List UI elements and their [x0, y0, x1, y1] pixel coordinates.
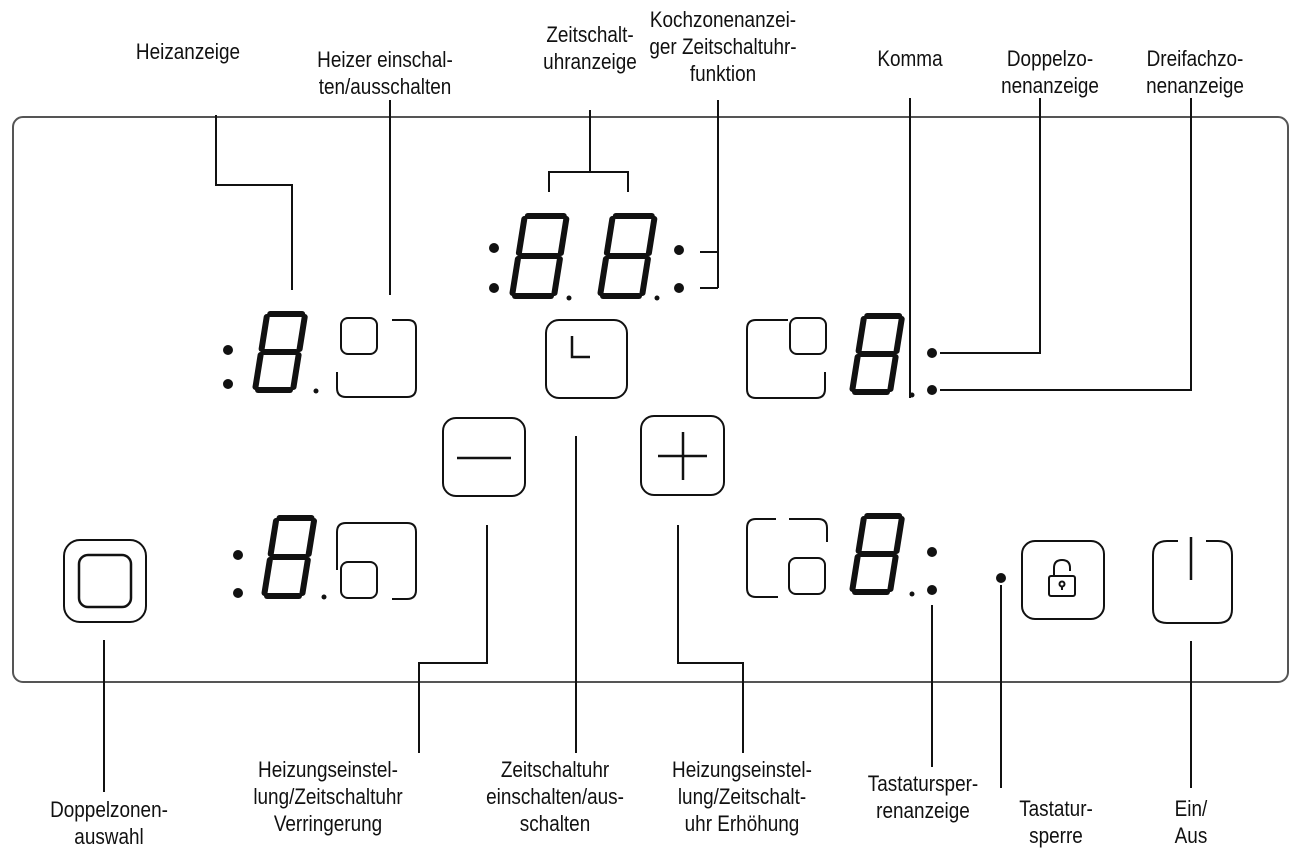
top-digit-2-segment-c — [639, 256, 651, 296]
label-zeitschaltuhr-einschalten: Zeitschaltuhr einschalten/aus- schalten — [486, 757, 624, 836]
plus-icon — [658, 432, 707, 480]
minus-key[interactable] — [442, 417, 526, 497]
front-right-digit-segment-c — [887, 354, 899, 392]
leader-zeitschalt-bracket — [548, 171, 629, 192]
leader-lines — [103, 98, 1192, 792]
rear-left-digit-segment-e — [261, 557, 273, 596]
leader-doppelzonen — [940, 98, 1041, 354]
front-left-colon-dot — [223, 345, 233, 355]
rear-right-digit-segment-e — [849, 554, 861, 592]
top-digit-1-segment-b — [557, 216, 570, 256]
plus-key[interactable] — [640, 415, 725, 496]
label-kochzonenanzeige: Kochzonenanzei- ger Zeitschaltuhr- funkt… — [649, 7, 797, 86]
front-right-dual-zone-dot — [927, 348, 937, 358]
top-digit-1-segment-c — [551, 256, 563, 296]
front-right-comma — [909, 392, 915, 398]
front-left-colon-dot — [223, 379, 233, 389]
seven-segment-displays — [252, 213, 905, 599]
front-left-digit-segment-b — [296, 314, 308, 352]
top-digit1-comma — [566, 295, 572, 301]
top-digit-2-segment-e — [597, 256, 609, 296]
label-tastatursperre: Tastatur- sperre — [1019, 796, 1093, 848]
label-doppelzonenauswahl: Doppelzonen- auswahl — [50, 797, 168, 849]
top-digit-1-segment-f — [515, 216, 528, 256]
leader-verringerung — [418, 525, 488, 753]
front-right-triple-zone-dot — [927, 385, 937, 395]
leader-dreifach — [940, 98, 1192, 391]
label-zeitschaltuhranzeige: Zeitschalt- uhranzeige — [543, 22, 637, 74]
label-erhoehung: Heizungseinstel- lung/Zeitschalt- uhr Er… — [672, 757, 812, 836]
leader-heizanzeige — [215, 115, 293, 290]
front-right-digit-segment-f — [855, 316, 867, 354]
heater-rear-left-toggle[interactable] — [336, 522, 417, 600]
rear-left-colon-dot — [233, 588, 243, 598]
top-digit-2-segment-f — [603, 216, 616, 256]
rear-left-colon-dot — [233, 550, 243, 560]
top-digit-1-segment-e — [509, 256, 521, 296]
label-doppelzonenanzeige: Doppelzo- nenanzeige — [1001, 46, 1099, 98]
clock-icon — [570, 336, 590, 359]
square-icon — [77, 553, 133, 609]
label-ein-aus: Ein/ Aus — [1174, 796, 1208, 848]
padlock-icon — [1048, 558, 1076, 597]
panel-outline — [12, 116, 1289, 683]
top-left-colon-dot — [489, 243, 499, 253]
heater-front-right-toggle[interactable] — [746, 317, 827, 399]
heater-rear-right-toggle[interactable] — [746, 518, 828, 598]
keylock-key[interactable] — [1021, 540, 1105, 620]
front-left-digit-segment-e — [252, 352, 264, 390]
front-right-digit-segment-b — [893, 316, 905, 354]
keylock-indicator-dot — [996, 573, 1006, 583]
rear-right-colon-dot — [927, 547, 937, 557]
top-right-colon-dot — [674, 245, 684, 255]
top-right-colon-dot — [674, 283, 684, 293]
power-key[interactable] — [1152, 537, 1233, 624]
rear-right-comma — [909, 591, 915, 597]
top-digit2-comma — [654, 295, 660, 301]
rear-left-digit-segment-f — [267, 518, 279, 557]
top-left-colon-dot — [489, 283, 499, 293]
label-heizer-einschalten-ausschalten: Heizer einschal- ten/ausschalten — [317, 47, 453, 99]
front-left-digit-segment-c — [290, 352, 302, 390]
label-tastatursperrenanzeige: Tastatursper- renanzeige — [867, 771, 979, 823]
label-verringerung: Heizungseinstel- lung/Zeitschaltuhr Verr… — [253, 757, 403, 836]
label-komma: Komma — [877, 46, 943, 71]
rear-right-digit-segment-c — [887, 554, 899, 592]
heater-front-left-toggle[interactable] — [336, 317, 417, 398]
rear-left-comma — [321, 594, 327, 600]
top-digit-2-segment-b — [645, 216, 658, 256]
label-dreifachzonenanzeige: Dreifachzo- nenanzeige — [1146, 46, 1244, 98]
front-left-digit-segment-f — [258, 314, 270, 352]
rear-right-digit-segment-f — [855, 516, 867, 554]
indicator-dots — [223, 243, 1006, 600]
dual-zone-select-key[interactable] — [63, 539, 147, 623]
rear-left-digit-segment-b — [305, 518, 317, 557]
rear-right-colon-dot — [927, 585, 937, 595]
leader-erhoehung — [677, 525, 744, 753]
zone-symbols — [336, 317, 828, 600]
front-right-digit-segment-e — [849, 354, 861, 392]
rear-right-digit-segment-b — [893, 516, 905, 554]
label-heizanzeige: Heizanzeige — [135, 39, 241, 64]
rear-left-digit-segment-c — [299, 557, 311, 596]
timer-key[interactable] — [545, 319, 628, 399]
front-left-comma — [313, 388, 319, 394]
